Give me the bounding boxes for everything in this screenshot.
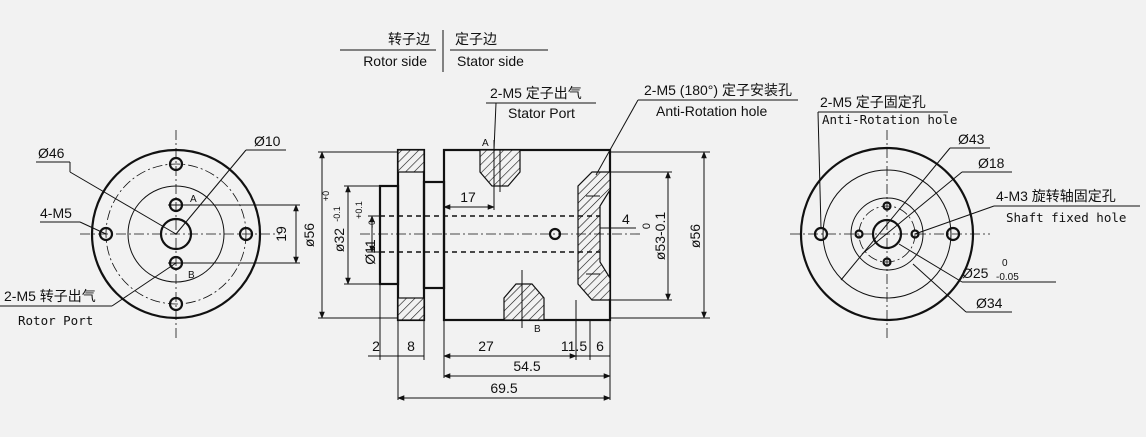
right-dia-43-label: Ø43 xyxy=(958,131,985,147)
dim-2-label: 2 xyxy=(372,338,380,354)
dim-17-label: 17 xyxy=(460,189,476,205)
right-end-view: 2-M5 定子固定孔 Anti-Rotation hole Ø43 Ø18 4-… xyxy=(790,94,1140,338)
right-dia-25-tol-top: 0 xyxy=(1002,258,1008,269)
right-dia-34-label: Ø34 xyxy=(976,295,1003,311)
dia-11-label: Ø11 xyxy=(362,239,378,265)
left-dim-19-label: 19 xyxy=(273,226,289,242)
right-anti-rotation-en-label: Anti-Rotation hole xyxy=(822,112,957,127)
right-dia-25-tol-bottom: -0.05 xyxy=(996,272,1019,283)
right-dia-25-label: Ø25 xyxy=(962,265,989,281)
dia-53-tol-top: 0 xyxy=(641,223,653,229)
dia-32-label: ø32 xyxy=(331,228,347,252)
rotor-side-en-label: Rotor side xyxy=(363,53,427,69)
dim-11-5-label: 11.5 xyxy=(561,338,587,354)
dia-11-tol-bottom: -0 xyxy=(367,220,377,228)
side-legend: 转子边 定子边 Rotor side Stator side xyxy=(340,30,548,72)
left-dia-10-label: Ø10 xyxy=(254,133,281,149)
left-dia-46-label: Ø46 xyxy=(38,145,65,161)
dim-6-label: 6 xyxy=(596,338,604,354)
rotor-port-en-label: Rotor Port xyxy=(18,313,93,328)
side-section-view: A B 2-M5 定子出气 Stator Port 2-M5 (180°) 定子… xyxy=(301,82,798,401)
anti-rotation-en-label: Anti-Rotation hole xyxy=(656,103,768,119)
side-mark-b: B xyxy=(534,324,541,335)
rotor-port-cn-label: 2-M5 转子出气 xyxy=(4,288,96,304)
stator-side-en-label: Stator side xyxy=(457,53,524,69)
rotor-side-cn-label: 转子边 xyxy=(388,31,430,47)
dim-54-5-label: 54.5 xyxy=(513,358,540,374)
left-4m5-label: 4-M5 xyxy=(40,205,72,221)
dim-8-label: 8 xyxy=(407,338,415,354)
stator-port-en-label: Stator Port xyxy=(508,105,575,121)
left-mark-b: B xyxy=(188,270,195,281)
stator-side-cn-label: 定子边 xyxy=(455,31,497,47)
shaft-fixed-en-label: Shaft fixed hole xyxy=(1006,210,1126,225)
side-mark-a: A xyxy=(482,138,489,149)
right-anti-rotation-cn-label: 2-M5 定子固定孔 xyxy=(820,94,926,110)
dim-69-5-label: 69.5 xyxy=(490,380,517,396)
left-end-view: A B Ø46 Ø10 4-M5 19 2-M5 转子出气 Rotor Port xyxy=(0,130,300,338)
dim-4-label: 4 xyxy=(622,211,630,227)
left-mark-a: A xyxy=(190,194,197,205)
dim-27-label: 27 xyxy=(478,338,494,354)
right-dia-18-label: Ø18 xyxy=(978,155,1005,171)
shaft-fixed-cn-label: 4-M3 旋转轴固定孔 xyxy=(996,188,1116,204)
dia-53-label: ø53-0.1 xyxy=(652,212,668,260)
anti-rotation-cn-label: 2-M5 (180°) 定子安装孔 xyxy=(644,82,792,98)
stator-port-cn-label: 2-M5 定子出气 xyxy=(490,85,582,101)
dia-56-right-label: ø56 xyxy=(687,224,703,248)
dia-32-tol-top: +0 xyxy=(321,191,331,201)
dia-11-tol-top: +0.1 xyxy=(354,201,364,219)
dia-56-left-label: ø56 xyxy=(301,223,317,247)
dia-32-tol-bottom: -0.1 xyxy=(332,206,342,222)
